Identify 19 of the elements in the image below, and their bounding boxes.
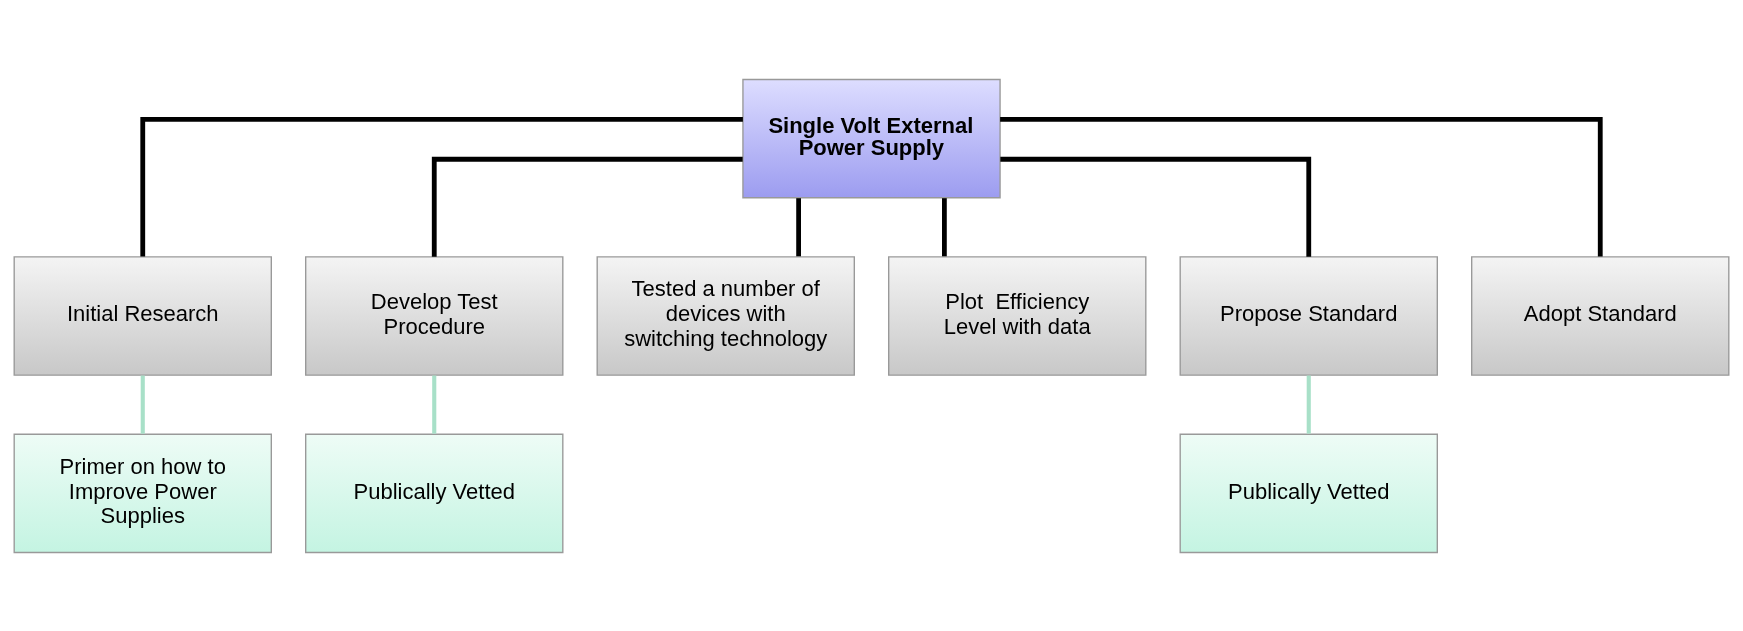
connector	[140, 375, 145, 434]
node-box: Propose Standard	[1179, 255, 1438, 376]
node-box: Publically Vetted	[1179, 433, 1438, 553]
node-box: Tested a number of devices with switching technology	[596, 255, 855, 376]
node-box: Primer on how to Improve Power Supplies	[13, 433, 272, 553]
node-box: Develop Test Procedure	[305, 255, 564, 376]
node-box: Plot Efficiency Level with data	[888, 255, 1147, 376]
node-box: Publically Vetted	[305, 433, 564, 553]
connector	[1000, 156, 1312, 257]
connector	[1000, 116, 1603, 256]
connector	[796, 197, 802, 256]
connector	[432, 375, 437, 434]
node-box: Single Volt External Power Supply	[742, 78, 1001, 198]
node-box: Initial Research	[13, 255, 272, 376]
connector	[431, 156, 743, 257]
connector	[941, 197, 947, 256]
node-box: Adopt Standard	[1471, 255, 1730, 376]
connector	[140, 116, 743, 256]
connector	[1306, 375, 1311, 434]
